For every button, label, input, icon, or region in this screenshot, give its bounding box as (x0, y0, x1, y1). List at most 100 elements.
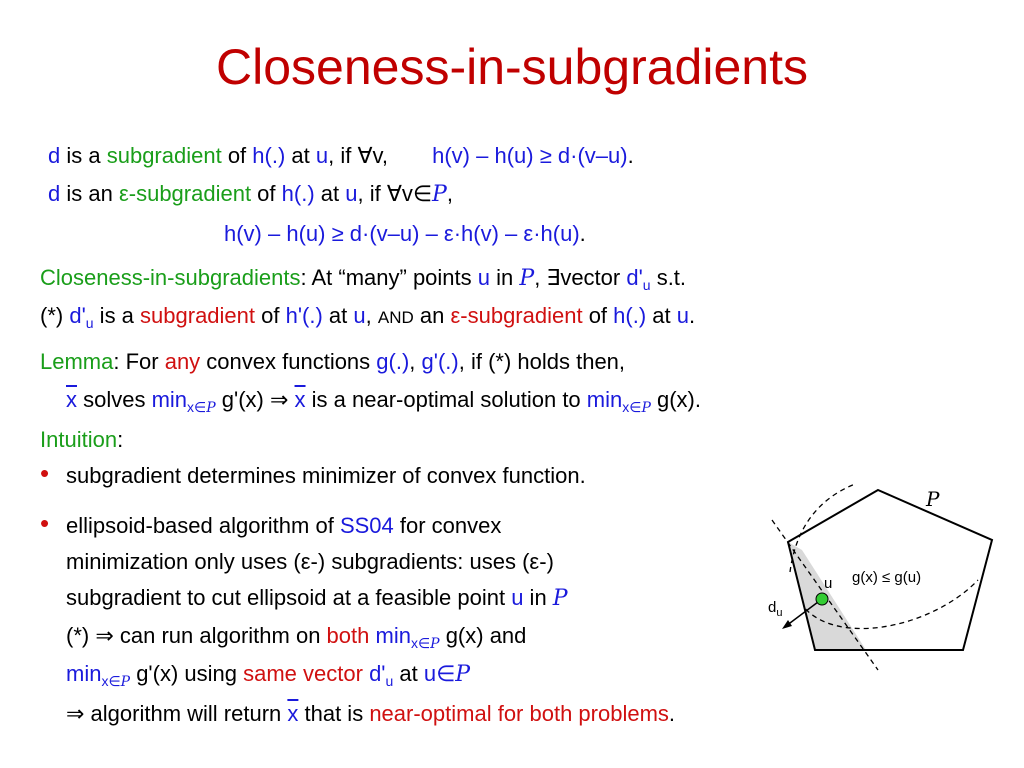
text: at (322, 303, 354, 328)
text: of (582, 303, 614, 328)
du-symbol: d'u (369, 661, 394, 689)
text: in (523, 585, 553, 610)
subgradient-inequality: h(v) – h(u) ≥ d·(v–u) (432, 143, 628, 168)
h-function: h(.) (281, 181, 315, 206)
text: that is (298, 701, 370, 726)
text: is an (60, 181, 119, 206)
text: . (579, 221, 586, 246)
bullet-2-line-4: (*) ⇒ can run algorithm on both minx∈P g… (66, 622, 527, 651)
intuition-heading: Intuition: (40, 426, 123, 454)
eps-subgradient-definition: d is an ε-subgradient of h(.) at u, if ∀… (48, 180, 453, 209)
text: at (646, 303, 677, 328)
lemma-conclusion: x solves minx∈P g'(x) ⇒ x is a near-opti… (66, 386, 701, 415)
bullet-1: subgradient determines minimizer of conv… (66, 463, 586, 488)
min-word: min (66, 661, 102, 686)
text: of (251, 181, 282, 206)
eps-subgradient-term: ε-subgradient (450, 303, 583, 328)
du-subscript: u (85, 315, 94, 331)
text: , (409, 349, 422, 374)
du-label-base: d (768, 599, 776, 616)
text: convex functions (200, 349, 377, 374)
subgradient-definition: d is a subgradient of h(.) at u, if ∀v, … (48, 142, 634, 170)
polytope-symbol: P (455, 662, 471, 687)
min-word: min (151, 387, 188, 412)
u-symbol: u (477, 265, 491, 290)
g-function: g(.) (376, 349, 410, 374)
text: an (413, 303, 451, 328)
text: , if (328, 143, 358, 168)
xbar-symbol: x (294, 387, 306, 412)
u-symbol: u (315, 143, 329, 168)
text: s.t. (650, 265, 687, 290)
du-arrow (785, 598, 823, 627)
u-in-symbol: u∈ (423, 661, 456, 686)
bullet-2-line-5: minx∈P g'(x) using same vector d'u at u∈… (66, 660, 470, 689)
forall-v-in: ∀v∈ (386, 181, 433, 206)
min-operator: minx∈P (587, 387, 651, 415)
u-symbol: u (345, 181, 358, 206)
text: solves (77, 387, 152, 412)
lemma-statement: Lemma: For any convex functions g(.), g'… (40, 348, 625, 376)
star-condition: (*) d'u is a subgradient of h'(.) at u, … (40, 302, 695, 332)
min-operator: minx∈P (375, 623, 440, 651)
text: of (221, 143, 253, 168)
text: is a near-optimal solution to (305, 387, 587, 412)
polytope-diagram: P u g(x) ≤ g(u) du (768, 483, 994, 671)
xbar-symbol: x (287, 701, 299, 726)
text: subgradient to cut ellipsoid at a feasib… (66, 585, 512, 610)
eps-subgradient-inequality-line: h(v) – h(u) ≥ d·(v–u) – ε·h(v) – ε·h(u). (224, 220, 586, 248)
text: , if (357, 181, 387, 206)
text: ellipsoid-based algorithm of (66, 513, 340, 538)
text: , ∃vector (534, 265, 627, 290)
point-u (815, 592, 829, 606)
forall-v: ∀v, (357, 143, 388, 168)
polytope-symbol: P (432, 182, 447, 207)
text: , if (*) holds then, (458, 349, 626, 374)
u-symbol: u (676, 303, 689, 328)
du-label-subscript: u (776, 607, 782, 619)
any-word: any (164, 349, 201, 374)
level-set-curve (799, 579, 979, 630)
text: , (446, 181, 453, 206)
and-word: AND (377, 308, 414, 327)
text: : For (113, 349, 165, 374)
du-base: d' (626, 265, 643, 290)
h-function: h(.) (613, 303, 647, 328)
ellipsoid-arc (789, 483, 856, 573)
polytope-label: P (925, 487, 940, 511)
text: , (365, 303, 378, 328)
du-base: d' (369, 661, 386, 686)
polytope-symbol: P (641, 400, 651, 416)
subgradient-term: subgradient (140, 303, 256, 328)
text: in (490, 265, 520, 290)
du-symbol: d'u (626, 265, 650, 292)
text: and (483, 623, 527, 648)
text: ⇒ algorithm will return (66, 701, 288, 726)
text: using (178, 661, 244, 686)
du-subscript: u (385, 673, 394, 689)
implies-symbol: ⇒ (269, 387, 295, 412)
bullet-dot: • (40, 508, 50, 538)
same-vector-phrase: same vector (243, 661, 363, 686)
ss04-reference: SS04 (339, 513, 394, 538)
text: (*) ⇒ can run algorithm on (66, 623, 327, 648)
lemma-label: Lemma (40, 349, 114, 374)
d-symbol: d (48, 181, 61, 206)
u-symbol: u (511, 585, 524, 610)
min-subscript: x∈ (187, 399, 207, 415)
text: . (694, 387, 701, 412)
du-label: du (768, 599, 782, 619)
min-operator: minx∈P (151, 387, 216, 415)
polytope-symbol: P (430, 636, 440, 652)
text: at (285, 143, 316, 168)
text: at (393, 661, 424, 686)
bullet-2-line-2: minimization only uses (ε-) subgradients… (66, 549, 554, 574)
gprime-x: g'(x) (215, 387, 270, 412)
bullet-2-line-1: ellipsoid-based algorithm of SS04 for co… (66, 512, 501, 540)
text: (*) (40, 303, 70, 328)
h-function: h(.) (252, 143, 286, 168)
xbar-symbol: x (66, 387, 77, 412)
min-word: min (375, 623, 411, 648)
text: for convex (393, 513, 502, 538)
polytope-symbol: P (552, 586, 568, 611)
